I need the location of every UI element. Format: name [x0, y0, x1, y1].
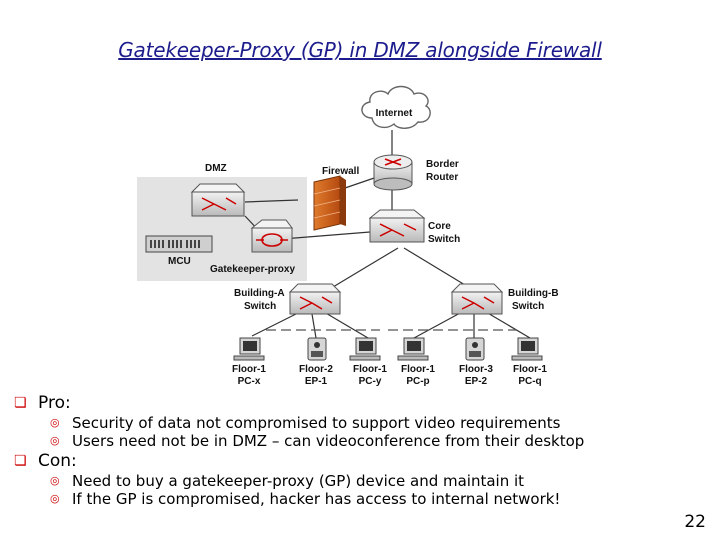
sub-bullet-icon: ◎	[50, 492, 60, 505]
internet-label: Internet	[376, 108, 413, 119]
pro-heading: ❏ Pro:	[14, 392, 704, 414]
mcu-label: MCU	[168, 256, 191, 267]
bullet-icon: ❏	[14, 453, 27, 469]
endpoint-6-label-1: Floor-1	[513, 364, 547, 375]
slide-title: Gatekeeper-Proxy (GP) in DMZ alongside F…	[118, 38, 602, 62]
endpoint-4-label-2: PC-p	[406, 376, 429, 387]
endpoint-5-label-1: Floor-3	[459, 364, 493, 375]
building-b-label-2: Switch	[512, 301, 544, 312]
pc-x-icon	[233, 337, 265, 361]
building-a-label-2: Switch	[244, 301, 276, 312]
bullet-list: ❏ Pro: ◎ Security of data not compromise…	[14, 392, 704, 508]
con-item: ◎ If the GP is compromised, hacker has a…	[50, 490, 704, 508]
pro-item: ◎ Security of data not compromised to su…	[50, 414, 704, 432]
sub-bullet-icon: ◎	[50, 474, 60, 487]
core-switch-label-2: Switch	[428, 234, 460, 245]
border-router-icon	[373, 154, 413, 191]
endpoint-4-label-1: Floor-1	[401, 364, 435, 375]
firewall-icon	[313, 175, 346, 231]
building-b-label-1: Building-B	[508, 288, 559, 299]
mcu-device-icon	[145, 235, 213, 253]
endpoint-2-label-2: EP-1	[305, 376, 328, 387]
endpoint-3-label-2: PC-y	[359, 376, 382, 387]
sub-bullet-icon: ◎	[50, 416, 60, 429]
border-router-label-1: Border	[426, 159, 459, 170]
pc-y-icon	[349, 337, 381, 361]
network-links	[244, 130, 531, 339]
dmz-switch-icon	[190, 183, 246, 217]
ep-2-icon	[465, 337, 485, 361]
endpoint-5-label-2: EP-2	[465, 376, 488, 387]
pro-item: ◎ Users need not be in DMZ – can videoco…	[50, 432, 704, 450]
con-item-text: Need to buy a gatekeeper-proxy (GP) devi…	[72, 472, 525, 490]
con-item: ◎ Need to buy a gatekeeper-proxy (GP) de…	[50, 472, 704, 490]
endpoint-1-label-2: PC-x	[238, 376, 261, 387]
dmz-label: DMZ	[205, 163, 227, 174]
core-switch-label-1: Core	[428, 221, 451, 232]
endpoint-1-label-1: Floor-1	[232, 364, 266, 375]
endpoint-3-label-1: Floor-1	[353, 364, 387, 375]
border-router-label-2: Router	[426, 172, 458, 183]
pro-label: Pro:	[38, 393, 71, 413]
con-item-text: If the GP is compromised, hacker has acc…	[72, 490, 561, 508]
firewall-label: Firewall	[322, 166, 359, 177]
page-number: 22	[684, 512, 706, 532]
pro-item-text: Security of data not compromised to supp…	[72, 414, 561, 432]
sub-bullet-icon: ◎	[50, 434, 60, 447]
con-heading: ❏ Con:	[14, 450, 704, 472]
pro-item-text: Users need not be in DMZ – can videoconf…	[72, 432, 585, 450]
building-a-label-1: Building-A	[234, 288, 285, 299]
building-a-switch-icon	[288, 283, 342, 315]
internet-cloud-icon	[361, 85, 431, 129]
con-label: Con:	[38, 451, 77, 471]
endpoint-2-label-1: Floor-2	[299, 364, 333, 375]
gatekeeper-proxy-icon	[250, 219, 293, 253]
gatekeeper-proxy-label: Gatekeeper-proxy	[210, 264, 295, 275]
core-switch-icon	[368, 209, 426, 243]
endpoint-6-label-2: PC-q	[518, 376, 541, 387]
network-diagram: Internet Border Router Firewall Core Swi…	[137, 85, 559, 387]
ep-1-icon	[307, 337, 327, 361]
bullet-icon: ❏	[14, 395, 27, 411]
building-b-switch-icon	[450, 283, 504, 315]
pc-q-icon	[511, 337, 543, 361]
pc-p-icon	[397, 337, 429, 361]
